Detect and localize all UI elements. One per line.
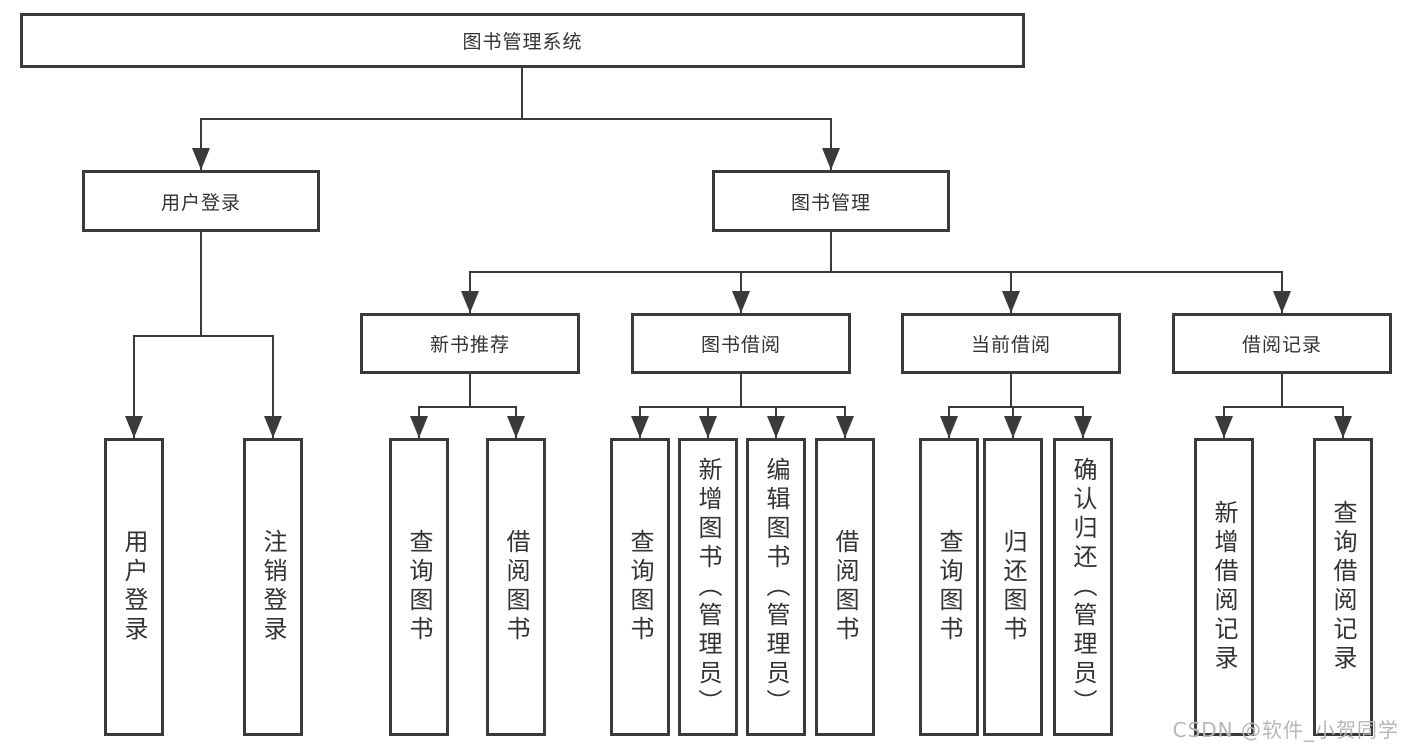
connector-bar-records-group — [1223, 406, 1344, 408]
leaf-edit-books-admin: 编辑图书（管理员） — [746, 438, 806, 736]
connector-drop-leaf-login — [133, 336, 135, 438]
leaf-current-query-books: 查询图书 — [919, 438, 979, 736]
arrow-down-icon — [940, 416, 958, 438]
connector-bar-level3 — [469, 271, 1283, 273]
node-current-borrow-label: 当前借阅 — [970, 334, 1051, 356]
leaf-borrow-books: 借阅图书 — [815, 438, 875, 736]
leaf-query-borrow-record: 查询借阅记录 — [1313, 438, 1373, 736]
node-root: 图书管理系统 — [20, 13, 1025, 68]
connector-book-mgmt-stem — [830, 232, 832, 273]
connector-drop-leaf-logout — [272, 336, 274, 438]
node-new-book-recommend-label: 新书推荐 — [429, 334, 510, 356]
leaf-recommend-query-books-label: 查询图书 — [405, 529, 433, 645]
node-book-management: 图书管理 — [712, 170, 950, 232]
connector-root-stem — [521, 68, 523, 120]
leaf-edit-books-admin-label: 编辑图书（管理员） — [762, 456, 790, 718]
connector-bar-login-group — [133, 335, 274, 337]
connector-drop-book-mgmt — [830, 119, 832, 170]
arrow-down-icon — [631, 416, 649, 438]
leaf-user-login-label: 用户登录 — [120, 529, 148, 645]
node-user-login-label: 用户登录 — [160, 191, 241, 214]
arrow-down-icon — [125, 416, 143, 438]
connector-bar-recommend-group — [418, 406, 517, 408]
leaf-add-books-admin-label: 新增图书（管理员） — [694, 456, 722, 718]
arrow-down-icon — [1002, 291, 1020, 313]
leaf-return-books-label: 归还图书 — [999, 529, 1027, 645]
connector-user-login-stem — [200, 232, 202, 337]
arrow-down-icon — [1074, 416, 1092, 438]
leaf-logout-label: 注销登录 — [259, 529, 287, 645]
leaf-confirm-return-admin: 确认归还（管理员） — [1053, 438, 1113, 736]
leaf-recommend-borrow-books: 借阅图书 — [486, 438, 546, 736]
arrow-down-icon — [836, 416, 854, 438]
arrow-down-icon — [699, 416, 717, 438]
connector-borrow-stem — [740, 374, 742, 408]
node-borrow-records-label: 借阅记录 — [1241, 334, 1322, 356]
connector-recommend-stem — [469, 374, 471, 408]
connector-drop-user-login — [200, 119, 202, 170]
leaf-user-login: 用户登录 — [104, 438, 164, 736]
leaf-return-books: 归还图书 — [983, 438, 1043, 736]
leaf-add-borrow-record: 新增借阅记录 — [1194, 438, 1254, 736]
connector-bar-borrow-group — [639, 406, 846, 408]
leaf-borrow-query-books-label: 查询图书 — [626, 529, 654, 645]
leaf-logout: 注销登录 — [243, 438, 303, 736]
node-borrow-records: 借阅记录 — [1172, 313, 1392, 374]
connector-current-stem — [1010, 374, 1012, 408]
connector-bar-level2 — [200, 118, 832, 120]
arrow-down-icon — [1273, 291, 1291, 313]
arrow-down-icon — [410, 416, 428, 438]
node-book-borrow-label: 图书借阅 — [700, 334, 781, 356]
connector-records-stem — [1281, 374, 1283, 408]
node-book-management-label: 图书管理 — [790, 191, 871, 214]
arrow-down-icon — [461, 291, 479, 313]
arrow-down-icon — [822, 148, 840, 170]
node-current-borrow: 当前借阅 — [901, 313, 1121, 374]
leaf-recommend-query-books: 查询图书 — [389, 438, 449, 736]
leaf-recommend-borrow-books-label: 借阅图书 — [502, 529, 530, 645]
arrow-down-icon — [767, 416, 785, 438]
arrow-down-icon — [192, 148, 210, 170]
connector-bar-current-group — [948, 406, 1084, 408]
leaf-add-books-admin: 新增图书（管理员） — [678, 438, 738, 736]
leaf-borrow-query-books: 查询图书 — [610, 438, 670, 736]
watermark: CSDN @软件_小贺同学 — [1172, 718, 1399, 742]
arrow-down-icon — [1334, 416, 1352, 438]
node-new-book-recommend: 新书推荐 — [360, 313, 580, 374]
leaf-confirm-return-admin-label: 确认归还（管理员） — [1069, 456, 1097, 718]
leaf-borrow-books-label: 借阅图书 — [831, 529, 859, 645]
arrow-down-icon — [1215, 416, 1233, 438]
leaf-current-query-books-label: 查询图书 — [935, 529, 963, 645]
leaf-add-borrow-record-label: 新增借阅记录 — [1210, 500, 1238, 674]
node-user-login: 用户登录 — [82, 170, 320, 232]
leaf-query-borrow-record-label: 查询借阅记录 — [1329, 500, 1357, 674]
node-root-label: 图书管理系统 — [462, 31, 583, 53]
arrow-down-icon — [1004, 416, 1022, 438]
node-book-borrow: 图书借阅 — [631, 313, 851, 374]
arrow-down-icon — [732, 291, 750, 313]
arrow-down-icon — [507, 416, 525, 438]
arrow-down-icon — [264, 416, 282, 438]
